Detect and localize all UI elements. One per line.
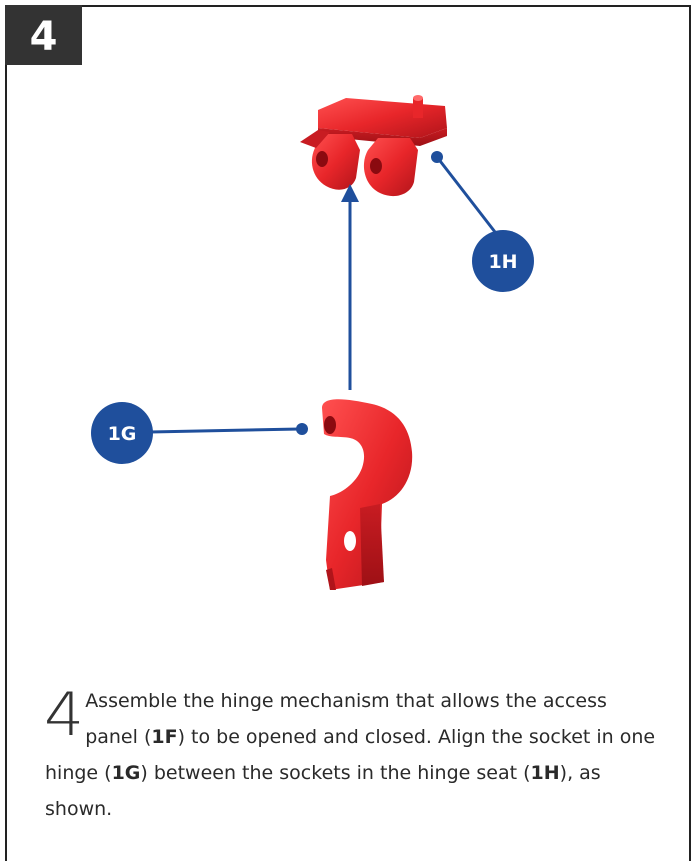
assembly-arrow [341,184,359,390]
instruction-text-1: Assemble the hinge mechanism that allows… [85,690,607,748]
page-frame [5,5,691,861]
hinge-seat-part [300,95,447,197]
ref-1f: 1F [151,726,178,748]
callout-label-1g: 1G [108,423,137,445]
ref-1h: 1H [530,762,560,784]
hinge-assembly-illustration: 1H 1G [91,95,534,590]
callout-1h: 1H [431,151,534,292]
drop-step-number: 4 [44,680,85,750]
instruction-text-3: ) between the sockets in the hinge seat … [140,762,531,784]
instruction-text-4: ), as shown. [45,762,601,820]
ref-1g: 1G [111,762,141,784]
instruction-text-2: ) to be opened and closed. Align the soc… [45,726,656,784]
callout-1g: 1G [91,402,308,464]
step-number-badge: 4 [5,5,82,65]
callout-label-1h: 1H [488,251,517,273]
hinge-part [322,399,413,590]
